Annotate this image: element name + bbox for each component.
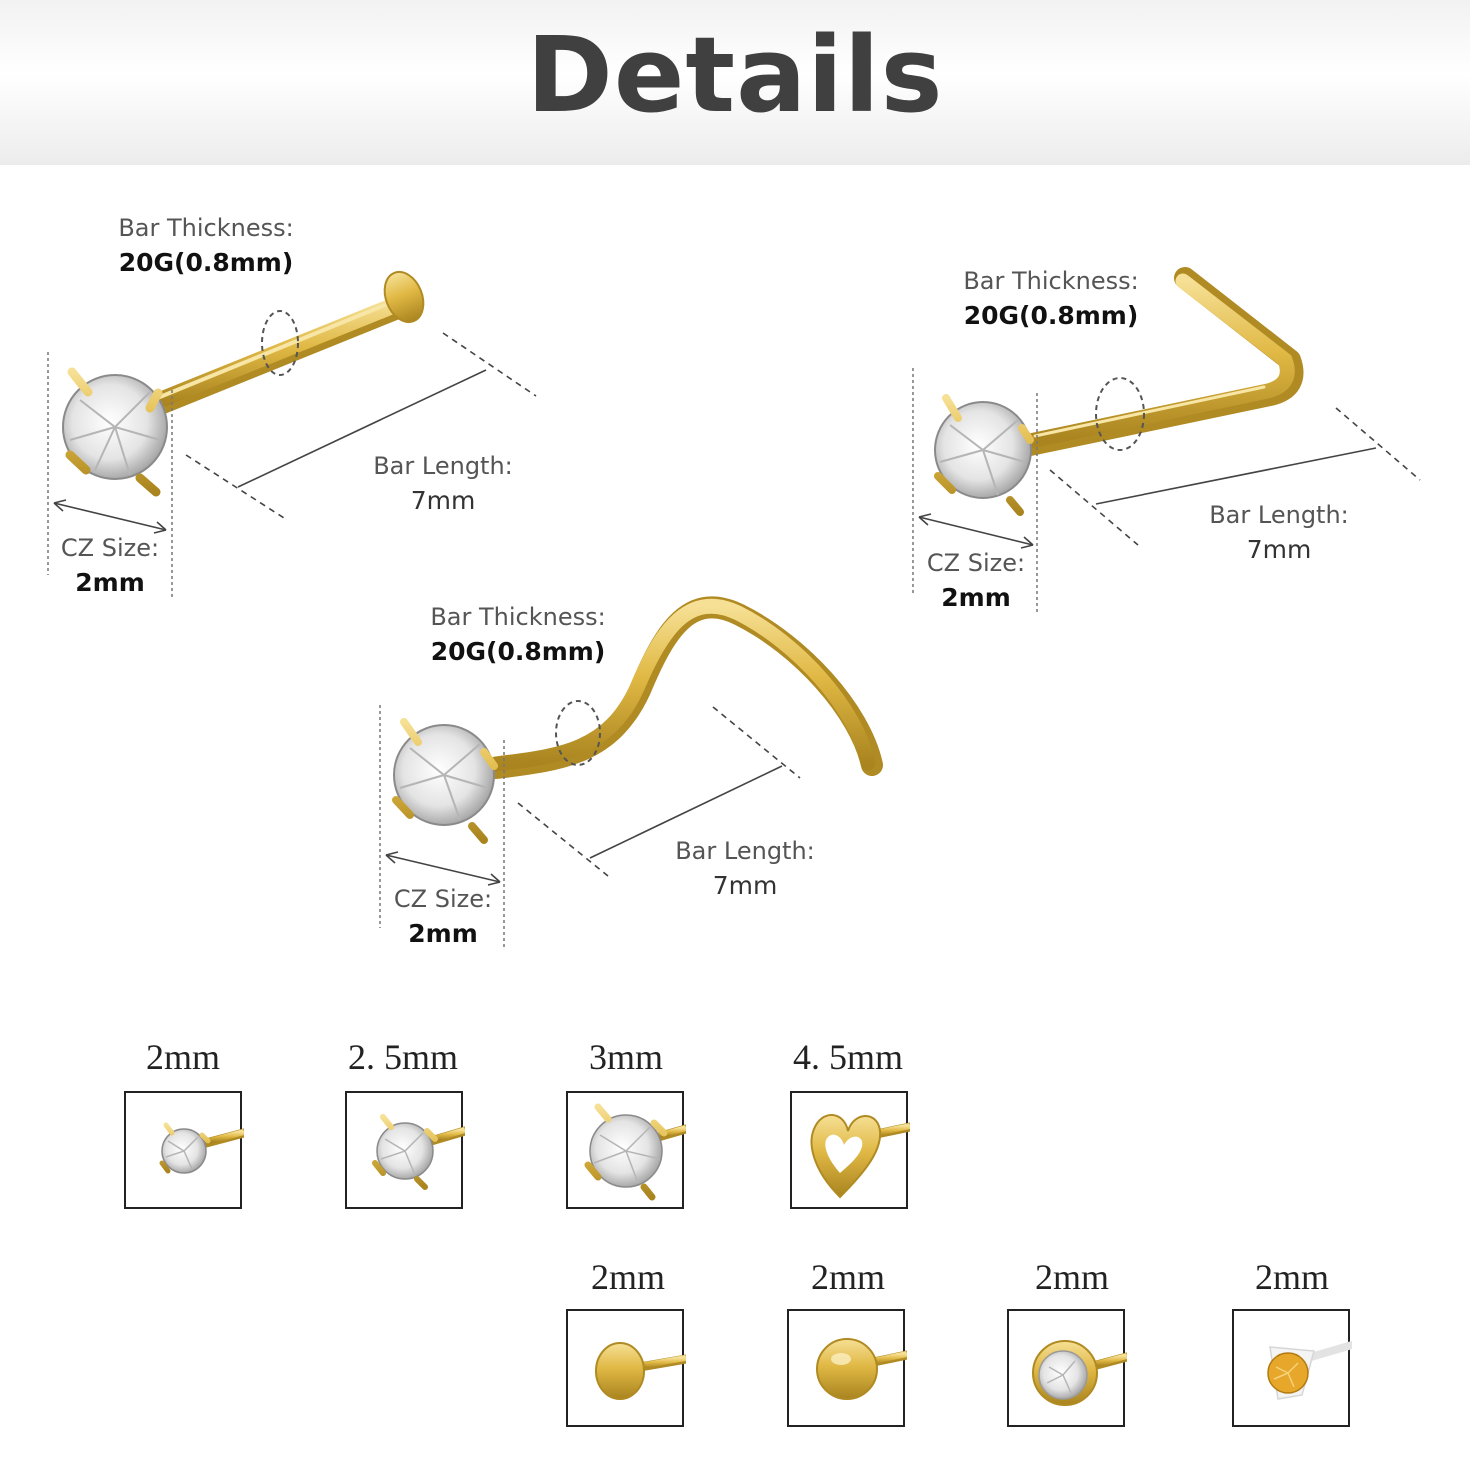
screw-stud <box>379 596 883 948</box>
option-gem-small[interactable] <box>124 1091 244 1209</box>
gem-small-icon <box>159 1122 244 1174</box>
option-label: 4. 5mm <box>792 1037 903 1077</box>
page-title: Details <box>526 14 944 136</box>
option-label: 2mm <box>810 1257 885 1297</box>
option-heart[interactable] <box>790 1091 910 1209</box>
option-label: 2mm <box>590 1257 665 1297</box>
option-flat-disc[interactable] <box>566 1309 686 1427</box>
length-label-2: Bar Length:7mm <box>1209 501 1349 564</box>
length-label-3: Bar Length:7mm <box>675 837 815 900</box>
cz-label-3: CZ Size:2mm <box>393 885 493 948</box>
thickness-label-2: Bar Thickness:20G(0.8mm) <box>963 267 1139 330</box>
flat-disc-icon <box>595 1342 686 1400</box>
jewelry-illustration <box>47 267 1421 948</box>
heart-icon <box>810 1114 910 1199</box>
cz-label-2: CZ Size:2mm <box>926 549 1026 612</box>
option-gem-medium[interactable] <box>345 1091 465 1209</box>
gem-medium-icon <box>372 1114 465 1190</box>
bezel-gem-icon <box>1032 1340 1127 1406</box>
option-label: 2mm <box>1254 1257 1329 1297</box>
thickness-label-3: Bar Thickness:20G(0.8mm) <box>430 603 606 666</box>
length-label-1: Bar Length:7mm <box>373 452 513 515</box>
clear-cone-gem-icon <box>1267 1341 1352 1400</box>
straight-stud <box>47 270 537 597</box>
option-ball[interactable] <box>787 1309 907 1427</box>
ball-icon <box>816 1338 907 1400</box>
option-gem-large[interactable] <box>566 1091 686 1209</box>
cz-label-1: CZ Size:2mm <box>60 534 160 597</box>
gem-large-icon <box>584 1103 686 1201</box>
option-label: 2mm <box>1034 1257 1109 1297</box>
l-shape-stud <box>912 267 1421 612</box>
option-bezel-gem[interactable] <box>1007 1309 1127 1427</box>
header-band <box>0 0 1470 165</box>
option-clear-cone-gem[interactable] <box>1232 1309 1352 1427</box>
option-label: 3mm <box>588 1037 663 1077</box>
option-label: 2. 5mm <box>347 1037 458 1077</box>
thickness-label-1: Bar Thickness:20G(0.8mm) <box>118 214 294 277</box>
option-label: 2mm <box>145 1037 220 1077</box>
